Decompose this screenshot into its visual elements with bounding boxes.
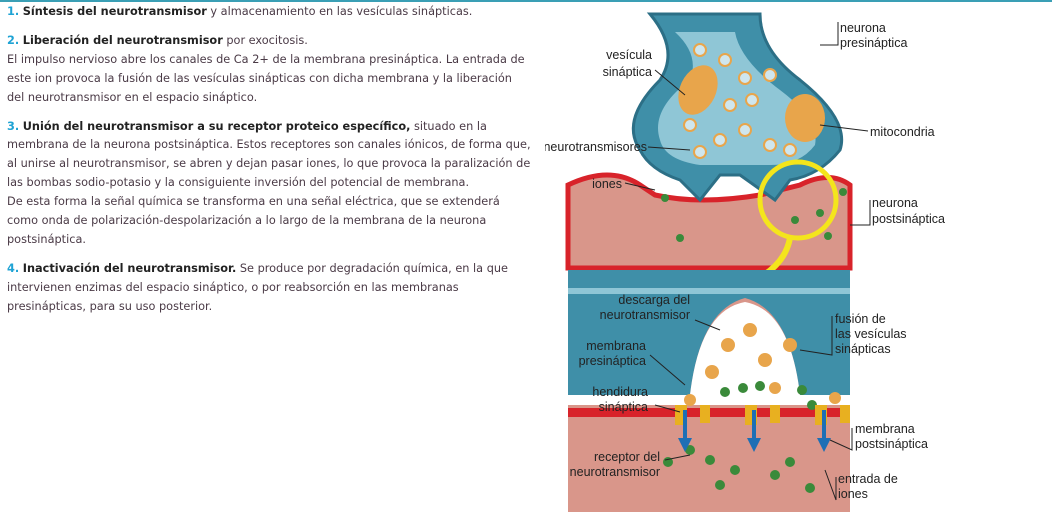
label-mitocondria: mitocondria <box>870 125 935 139</box>
step-title: Liberación del neurotransmisor <box>22 33 223 47</box>
highlight-circle <box>757 159 839 241</box>
top-divider <box>0 0 1052 2</box>
step-text: Se produce por degradación química, en l… <box>7 261 508 313</box>
neurotransmitters <box>684 323 841 406</box>
ion-entry-arrows <box>678 410 831 452</box>
article-text: 1. Síntesis del neurotransmisor y almace… <box>7 3 532 327</box>
mitochondrion <box>678 65 718 115</box>
presynaptic-membrane-zoom <box>568 270 850 395</box>
step-1: 1. Síntesis del neurotransmisor y almace… <box>7 3 532 22</box>
step-3: 3. Unión del neurotransmisor a su recept… <box>7 118 532 250</box>
step-number: 3. <box>7 119 20 133</box>
mitochondrion <box>785 94 825 142</box>
ions-bottom <box>663 381 817 493</box>
postsynaptic-neuron-top <box>565 172 853 271</box>
step-text: por exocitosis. <box>222 33 308 47</box>
step-text: situado en la membrana de la neurona pos… <box>7 119 531 190</box>
membrane-band <box>568 288 850 294</box>
step-2: 2. Liberación del neurotransmisor por ex… <box>7 32 532 108</box>
vesicles <box>683 43 797 159</box>
synaptic-cleft <box>568 302 850 405</box>
step-number: 1. <box>7 5 20 18</box>
step-body: De esta forma la señal química se transf… <box>7 195 500 246</box>
label-neurotransmisores: neurotransmisores <box>545 140 647 154</box>
step-title: Inactivación del neurotransmisor. <box>22 261 237 275</box>
presynaptic-cytoplasm <box>658 32 816 165</box>
step-number: 4. <box>7 261 20 275</box>
leader-lines <box>624 22 871 501</box>
label-iones: iones <box>592 177 622 191</box>
step-body: El impulso nervioso abre los canales de … <box>7 52 525 104</box>
step-title: Síntesis del neurotransmisor <box>22 5 207 18</box>
step-4: 4. Inactivación del neurotransmisor. Se … <box>7 260 532 317</box>
step-text: y almacenamiento en las vesículas sinápt… <box>206 5 473 18</box>
ions <box>661 188 847 242</box>
step-title: Unión del neurotransmisor a su receptor … <box>22 119 411 133</box>
step-number: 2. <box>7 33 20 47</box>
